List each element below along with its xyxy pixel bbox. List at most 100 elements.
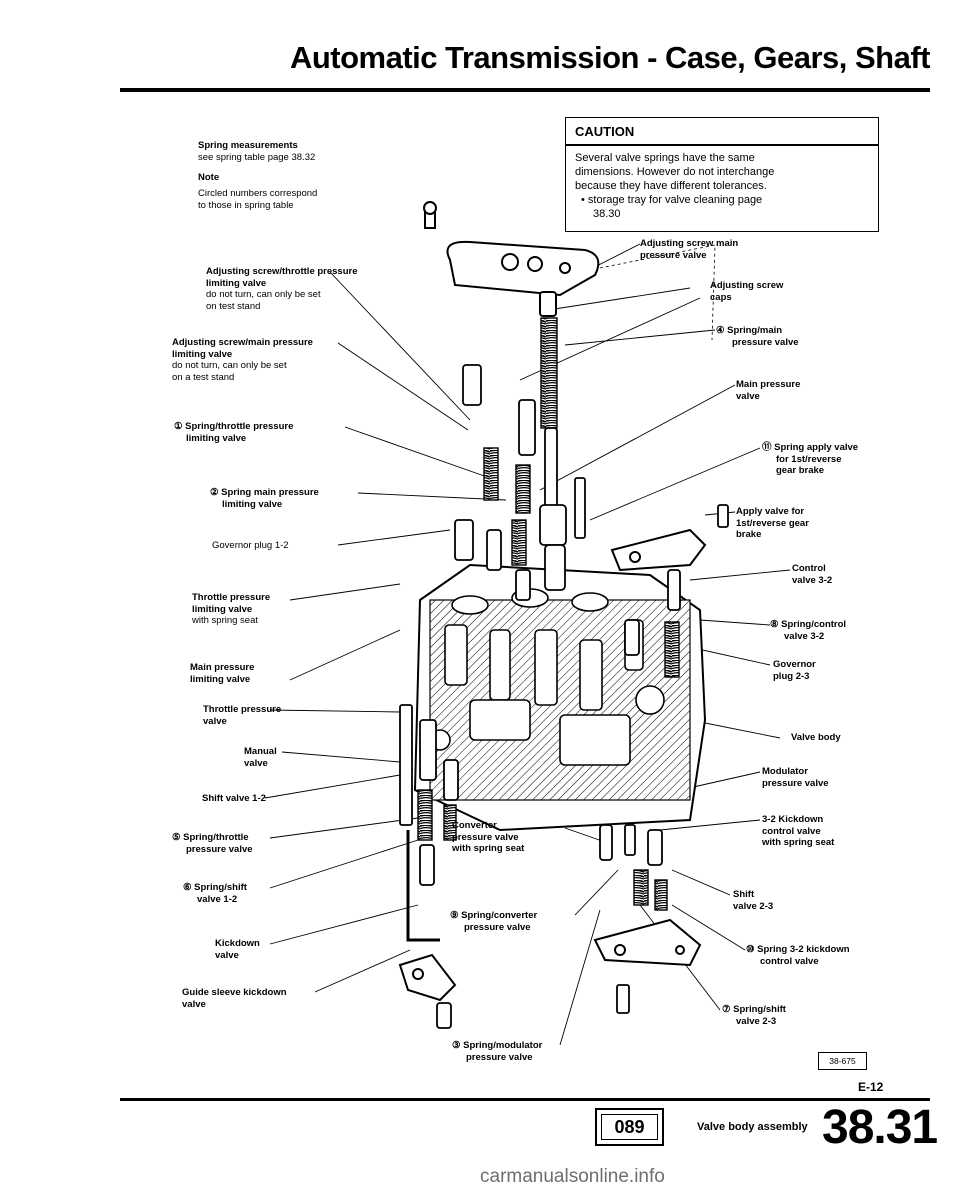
- small-plates: [398, 528, 707, 1002]
- label-line: Shift: [733, 889, 755, 900]
- label-line: ⑧ Spring/control: [770, 619, 847, 630]
- label-adjusting-screw-main: Adjusting screw/main pressure limiting v…: [172, 337, 313, 383]
- label-line: ② Spring main pressure: [210, 487, 319, 498]
- label-line: with spring seat: [192, 615, 259, 626]
- label-modulator-pressure-valve: Modulator pressure valve: [762, 766, 829, 789]
- label-line: Converter: [452, 820, 497, 831]
- label-line: limiting valve: [192, 603, 253, 615]
- label-line: valve 3-2: [792, 574, 833, 586]
- adjusting-plate-top: [423, 201, 600, 317]
- label-line: ④ Spring/main: [716, 325, 783, 336]
- label-line: Main pressure: [190, 662, 255, 673]
- label-line: valve 2-3: [736, 1015, 777, 1027]
- label-line: Main pressure: [736, 379, 801, 390]
- label-line: with spring seat: [452, 843, 525, 854]
- caution-box: CAUTION Several valve springs have the s…: [565, 117, 879, 232]
- label-line: do not turn, can only be set: [172, 360, 287, 371]
- label-line: on test stand: [206, 300, 261, 312]
- label-line: Adjusting screw main: [640, 238, 739, 249]
- section-name: Valve body assembly: [697, 1121, 808, 1133]
- label-3-2-kickdown-control: 3-2 Kickdown control valve with spring s…: [762, 814, 834, 849]
- page-title: Automatic Transmission - Case, Gears, Sh…: [289, 40, 931, 75]
- label-manual-valve: Manual valve: [244, 746, 277, 769]
- label-line: pressure valve: [732, 336, 799, 348]
- label-line: limiting valve: [190, 673, 251, 685]
- valve-springs: [417, 317, 680, 911]
- label-line: ⑪ Spring apply valve: [762, 442, 859, 453]
- label-throttle-pressure-limiting: Throttle pressure limiting valve with sp…: [192, 592, 270, 627]
- label-line: control valve: [762, 825, 821, 837]
- label-line: valve: [736, 390, 760, 402]
- section-number: 38.31: [822, 1101, 938, 1154]
- label-line: valve: [203, 715, 227, 727]
- label-line: valve: [182, 998, 206, 1010]
- label-converter-pressure-valve: Converter pressure valve with spring sea…: [452, 820, 524, 855]
- label-adjusting-screw-throttle: Adjusting screw/throttle pressure limiti…: [206, 266, 358, 312]
- label-line: valve: [215, 949, 239, 961]
- label-line: limiting valve: [206, 277, 267, 289]
- label-line: ⑩ Spring 3-2 kickdown: [746, 944, 850, 955]
- label-adjusting-screw-caps: Adjusting screw caps: [710, 280, 783, 303]
- label-line: control valve: [760, 955, 819, 967]
- note-text-2: to those in spring table: [198, 200, 294, 211]
- label-line: valve: [244, 757, 268, 769]
- watermark: carmanualsonline.info: [480, 1166, 665, 1187]
- label-line: Shift valve 1-2: [202, 793, 266, 804]
- label-line: ⑨ Spring/converter: [450, 910, 538, 921]
- label-line: pressure valve: [762, 777, 829, 789]
- label-spring-3-2-kickdown: ⑩ Spring 3-2 kickdown control valve: [746, 944, 850, 967]
- caution-line: Several valve springs have the same: [575, 152, 755, 164]
- label-line: ⑦ Spring/shift: [722, 1004, 786, 1015]
- label-line: Governor plug 1-2: [212, 540, 289, 551]
- footer-rule: [120, 1098, 930, 1101]
- label-spring-converter-pressure: ⑨ Spring/converter pressure valve: [450, 910, 537, 933]
- caution-title: CAUTION: [575, 124, 635, 139]
- caution-body: Several valve springs have the same dime…: [575, 151, 870, 221]
- label-spring-throttle-pressure: ⑤ Spring/throttle pressure valve: [172, 832, 253, 855]
- label-line: pressure valve: [640, 249, 707, 261]
- caution-line: because they have different tolerances.: [575, 180, 767, 192]
- label-line: limiting valve: [186, 432, 247, 444]
- notes-block: Spring measurements see spring table pag…: [198, 140, 398, 212]
- label-spring-shift-1-2: ⑥ Spring/shift valve 1-2: [183, 882, 247, 905]
- label-line: Apply valve for: [736, 506, 805, 517]
- label-line: limiting valve: [222, 498, 283, 510]
- label-line: 3-2 Kickdown: [762, 814, 824, 825]
- label-line: do not turn, can only be set: [206, 289, 321, 300]
- page-reference: E-12: [858, 1080, 884, 1094]
- label-line: 1st/reverse gear: [736, 517, 809, 529]
- label-line: Modulator: [762, 766, 808, 777]
- label-line: gear brake: [776, 465, 825, 476]
- label-control-valve-3-2: Control valve 3-2: [792, 563, 832, 586]
- label-line: ⑤ Spring/throttle: [172, 832, 249, 843]
- label-spring-shift-2-3: ⑦ Spring/shift valve 2-3: [722, 1004, 786, 1027]
- label-line: Throttle pressure: [203, 704, 282, 715]
- label-line: Kickdown: [215, 938, 260, 949]
- code-badge: 089: [595, 1108, 664, 1146]
- label-main-pressure-valve: Main pressure valve: [736, 379, 800, 402]
- label-line: limiting valve: [172, 348, 233, 360]
- label-line: ① Spring/throttle pressure: [174, 421, 294, 432]
- label-line: for 1st/reverse: [776, 453, 842, 465]
- label-spring-throttle-limiting: ① Spring/throttle pressure limiting valv…: [174, 421, 293, 444]
- label-line: brake: [736, 529, 762, 540]
- label-line: valve 3-2: [784, 630, 825, 642]
- label-line: pressure valve: [186, 843, 253, 855]
- label-line: valve 2-3: [733, 900, 774, 912]
- label-line: with spring seat: [762, 837, 835, 848]
- code-badge-text: 089: [601, 1114, 658, 1140]
- caution-line: • storage tray for valve cleaning page: [581, 194, 763, 206]
- label-line: pressure valve: [466, 1051, 533, 1063]
- label-line: Control: [792, 563, 826, 574]
- valve-spools: [399, 364, 729, 1029]
- label-line: Valve body: [791, 732, 841, 743]
- label-line: Adjusting screw/throttle pressure: [206, 266, 358, 277]
- note-title: Note: [198, 172, 220, 183]
- caution-line: 38.30: [593, 208, 621, 220]
- label-line: pressure valve: [452, 831, 519, 843]
- label-line: pressure valve: [464, 921, 531, 933]
- label-spring-main-pressure: ④ Spring/main pressure valve: [716, 325, 799, 348]
- label-spring-modulator-pressure: ③ Spring/modulator pressure valve: [452, 1040, 542, 1063]
- label-governor-plug-1-2: Governor plug 1-2: [212, 540, 289, 552]
